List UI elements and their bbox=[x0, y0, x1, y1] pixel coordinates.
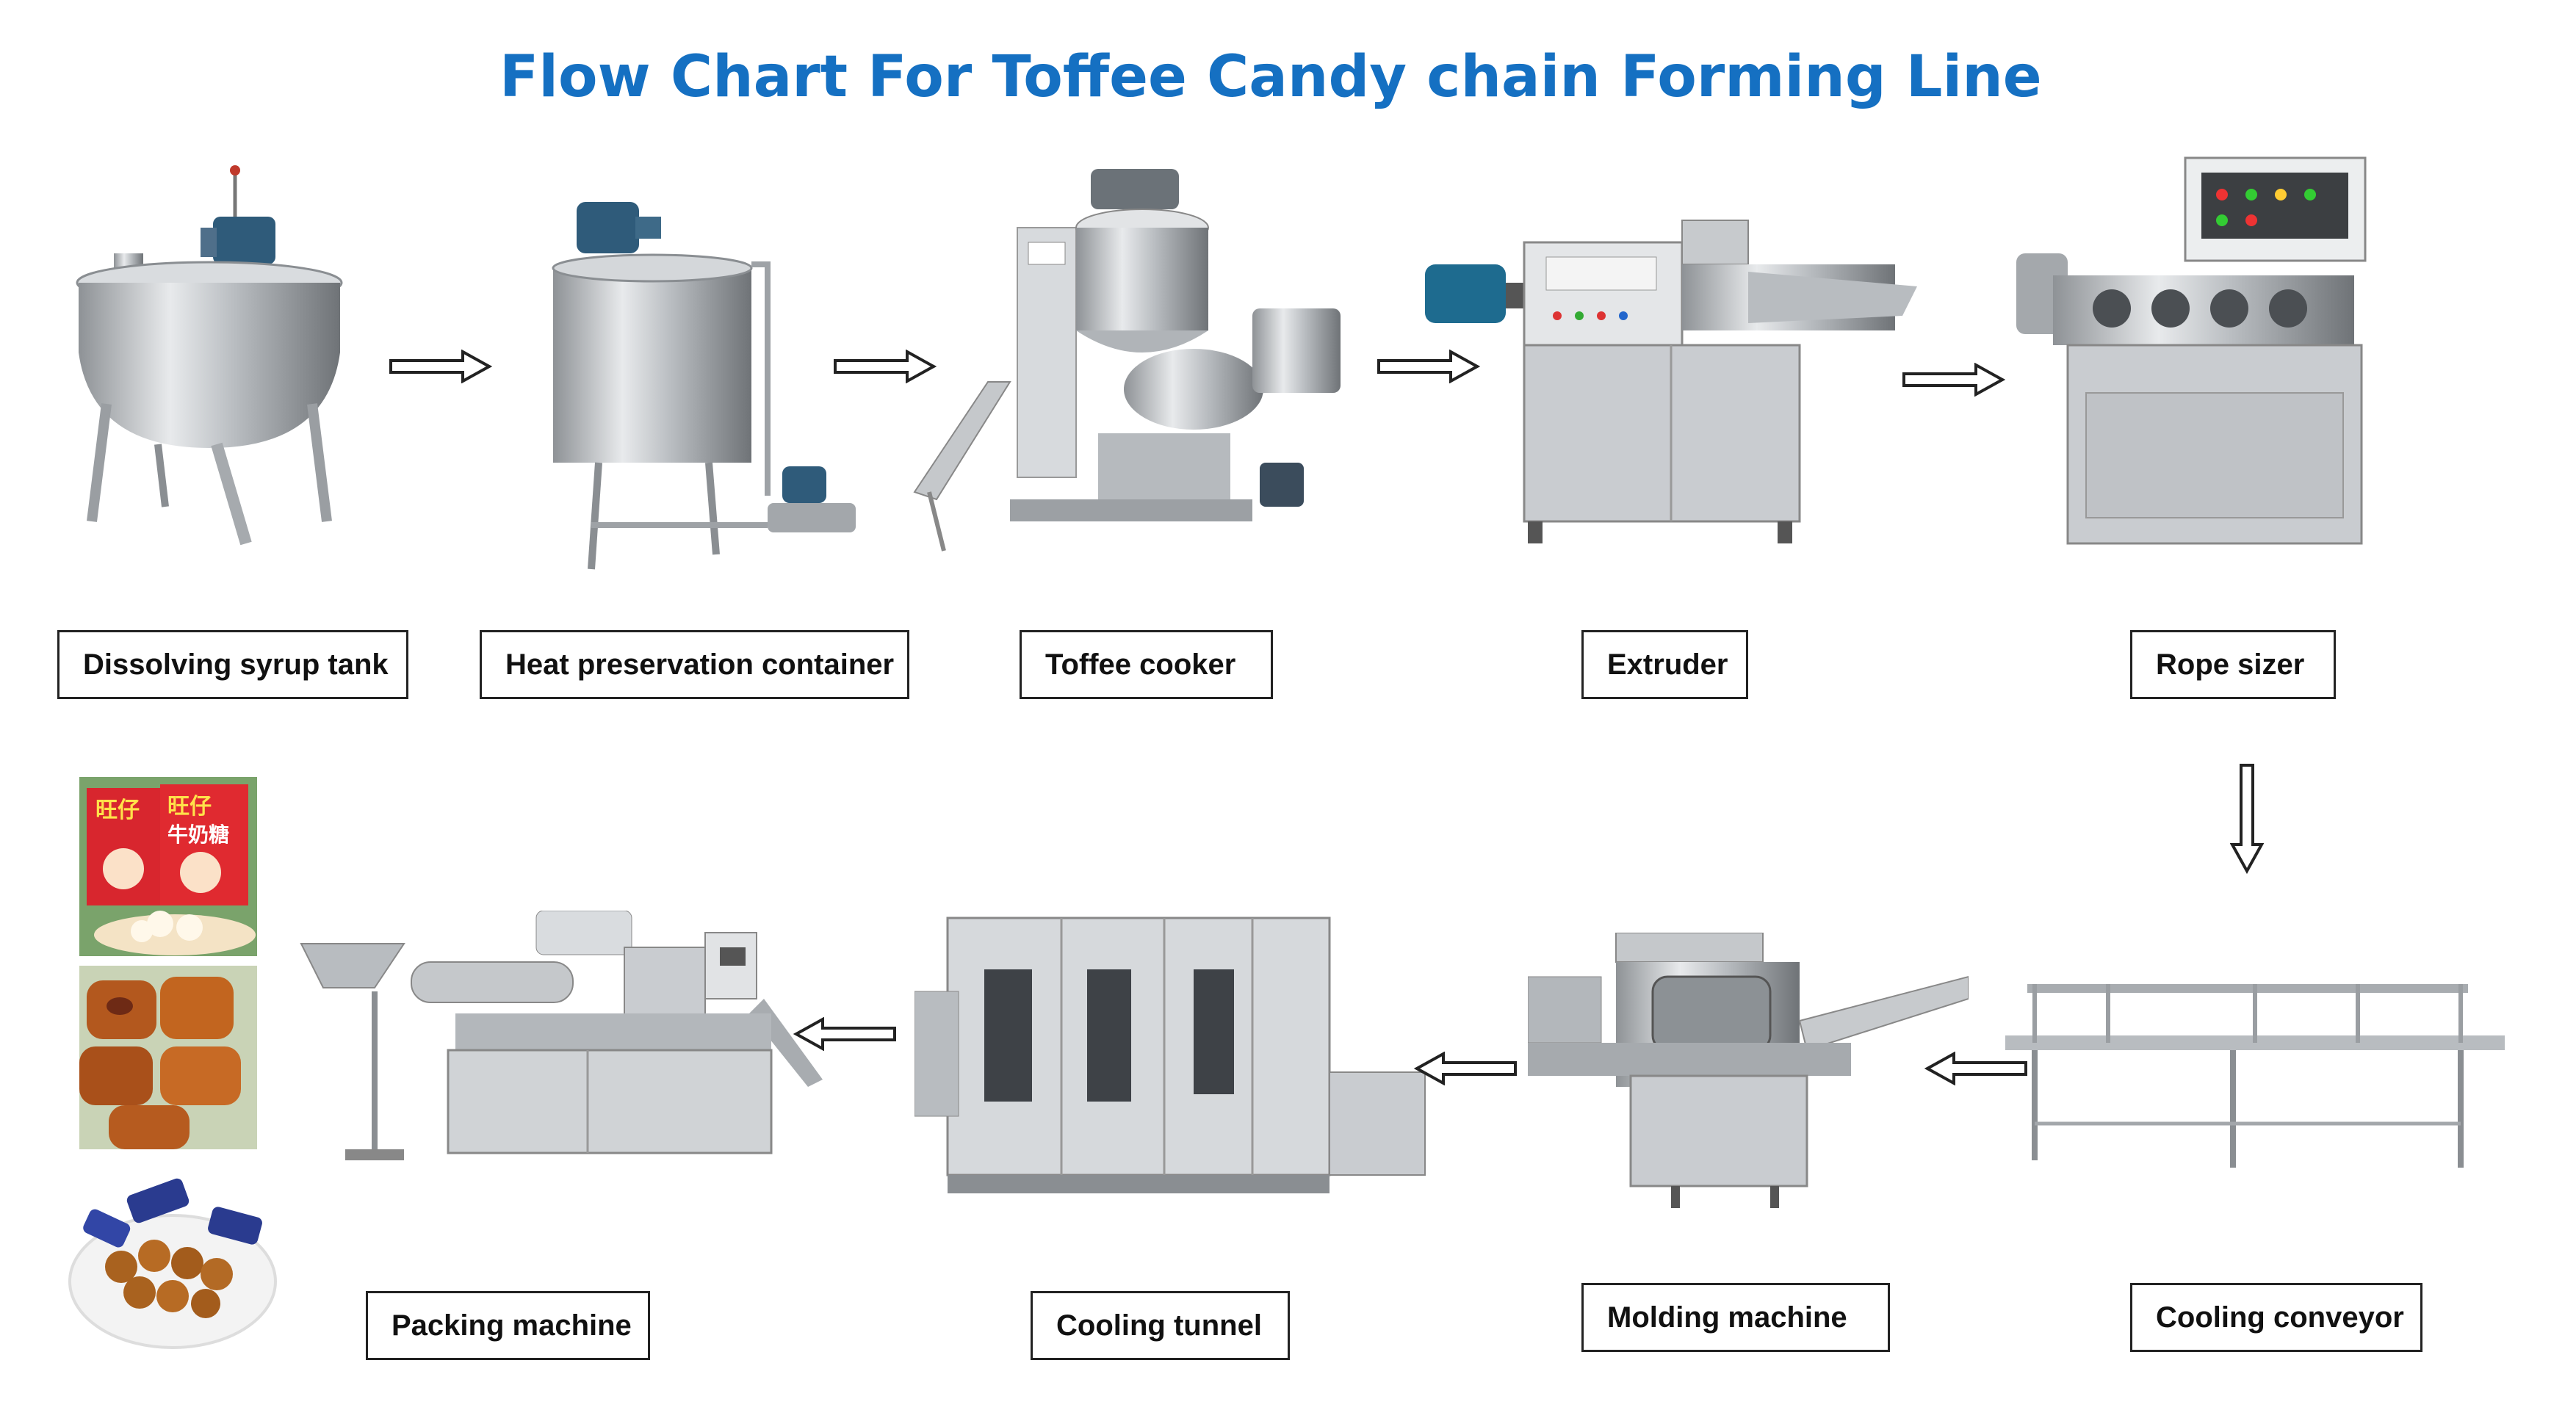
step-label-cooling-tunnel: Cooling tunnel bbox=[1031, 1291, 1290, 1360]
chart-title: Flow Chart For Toffee Candy chain Formin… bbox=[499, 44, 2042, 110]
package-product-text: 牛奶糖 bbox=[167, 822, 229, 847]
step-label-rope-sizer: Rope sizer bbox=[2130, 630, 2336, 699]
extruder-image bbox=[1425, 220, 1917, 543]
flow-arrow-5 bbox=[1924, 1052, 2027, 1085]
cooling-conveyor-image bbox=[2005, 984, 2505, 1168]
molding-machine-image bbox=[1528, 933, 1969, 1208]
step-label-dissolving: Dissolving syrup tank bbox=[57, 630, 408, 699]
flow-arrow-7 bbox=[793, 1017, 896, 1051]
packing-machine-image bbox=[300, 911, 823, 1160]
flow-arrow-3 bbox=[1377, 350, 1480, 383]
flow-arrow-1 bbox=[389, 350, 492, 383]
flow-arrow-6 bbox=[1414, 1052, 1517, 1085]
step-label-cooling-conveyor: Cooling conveyor bbox=[2130, 1283, 2422, 1352]
toffee-pieces-photo bbox=[79, 966, 257, 1149]
dissolving-syrup-tank-image bbox=[76, 165, 343, 546]
heat-preservation-container-image bbox=[552, 202, 856, 570]
step-label-molding-machine: Molding machine bbox=[1581, 1283, 1890, 1352]
flow-arrow-down bbox=[2230, 764, 2264, 874]
step-label-extruder: Extruder bbox=[1581, 630, 1748, 699]
wrapped-toffee-bowl-photo bbox=[68, 1178, 277, 1349]
cooling-tunnel-image bbox=[914, 916, 1426, 1193]
step-label-heat-preservation: Heat preservation container bbox=[480, 630, 909, 699]
package-brand-text-2: 旺仔 bbox=[167, 794, 212, 820]
step-label-packing-machine: Packing machine bbox=[366, 1291, 650, 1360]
package-brand-text-1: 旺仔 bbox=[95, 798, 140, 823]
toffee-package-photo: 旺仔 旺仔 牛奶糖 bbox=[79, 777, 257, 956]
step-label-toffee-cooker: Toffee cooker bbox=[1020, 630, 1273, 699]
rope-sizer-image bbox=[2016, 156, 2367, 545]
flow-arrow-2 bbox=[834, 350, 937, 383]
flow-arrow-4 bbox=[1902, 363, 2005, 397]
toffee-cooker-image bbox=[913, 169, 1341, 552]
